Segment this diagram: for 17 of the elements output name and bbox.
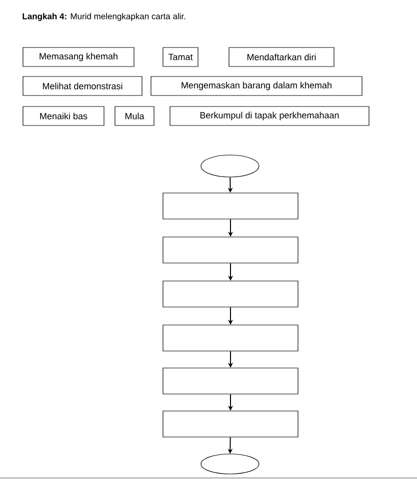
word-box: Berkumpul di tapak perkhemahaan [170,106,370,126]
word-box: Mula [114,106,154,126]
process-box [162,410,298,438]
word-box: Memasang khemah [22,47,134,67]
word-box: Menaiki bas [22,106,104,126]
word-box: Mendaftarkan diri [228,47,334,67]
title: Langkah 4: Murid melengkapkan carta alir. [22,13,186,21]
process-box [162,324,298,352]
word-box: Mengemaskan barang dalam khemah [150,76,362,96]
word-box: Melihat demonstrasi [22,76,142,96]
terminal-ellipse [200,454,260,474]
word-box: Tamat [162,47,198,67]
process-box [162,280,298,308]
process-box [162,192,298,220]
process-box [162,368,298,394]
terminal-ellipse [200,154,260,178]
process-box [162,236,298,264]
